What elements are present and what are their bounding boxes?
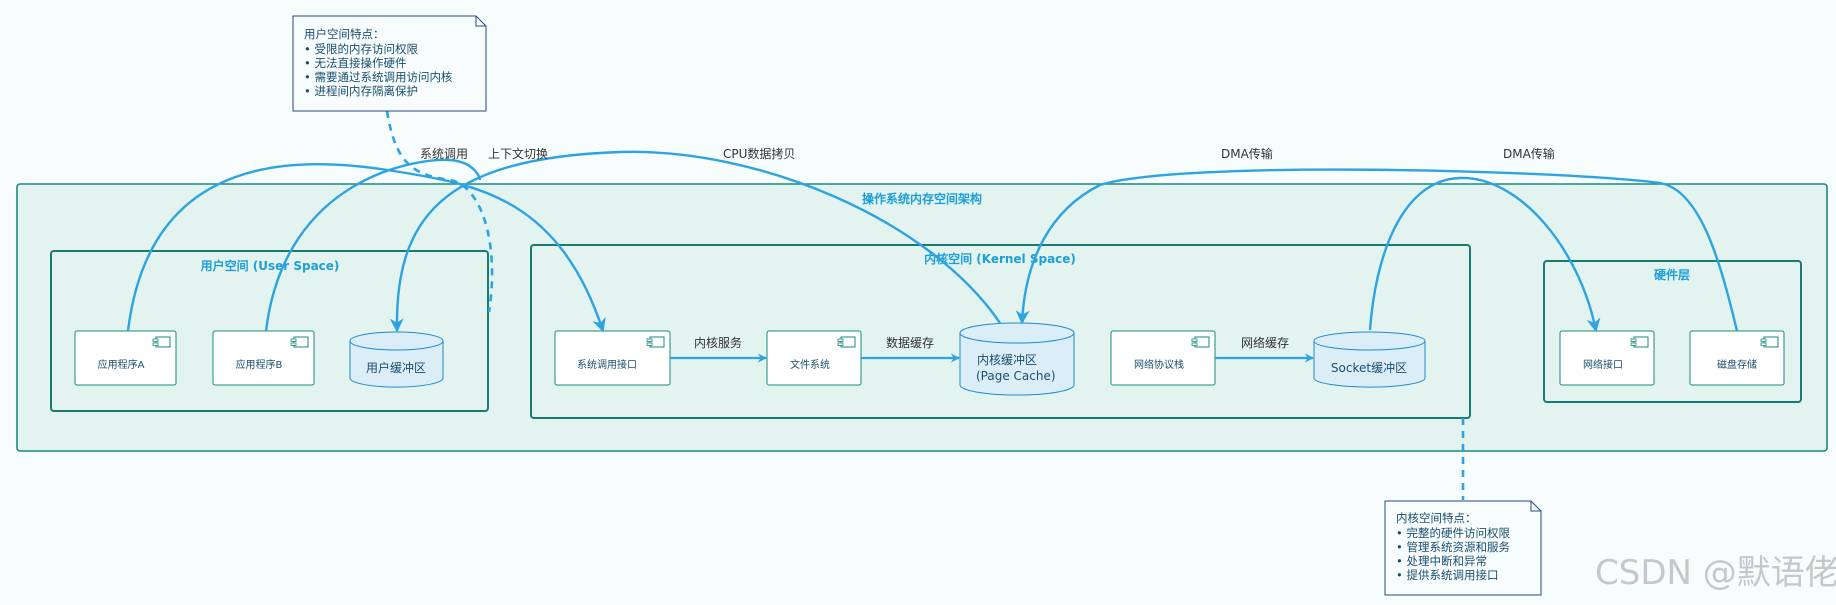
edge-syscall	[126, 163, 606, 333]
edge-label-dma-2: DMA传输	[1503, 146, 1555, 161]
note-kernel-item: • 完整的硬件访问权限	[1396, 526, 1510, 540]
component-app-a: 应用程序A	[74, 330, 177, 386]
note-kernel-item: • 管理系统资源和服务	[1396, 540, 1510, 554]
component-icon	[1633, 336, 1649, 348]
note-kernel-title: 内核空间特点：	[1396, 511, 1477, 525]
component-syscall-interface: 系统调用接口	[554, 330, 671, 386]
note-user-item: • 受限的内存访问权限	[304, 42, 418, 56]
app-b-label: 应用程序B	[236, 358, 283, 371]
user-buffer-label: 用户缓冲区	[366, 360, 426, 375]
component-network-stack: 网络协议栈	[1110, 330, 1216, 386]
page-cache-label-1: 内核缓冲区	[977, 352, 1037, 367]
os-container-title: 操作系统内存空间架构	[862, 191, 982, 206]
syscall-interface-label: 系统调用接口	[577, 358, 637, 371]
user-space-title: 用户空间 (User Space)	[200, 258, 340, 273]
hardware-title: 硬件层	[1654, 267, 1690, 282]
component-network-interface: 网络接口	[1559, 330, 1655, 386]
note-connector-user	[385, 110, 494, 313]
filesystem-label: 文件系统	[790, 358, 830, 371]
edge-dma-disk	[1015, 168, 1739, 332]
component-icon	[1194, 336, 1210, 348]
socket-buffer-label: Socket缓冲区	[1331, 360, 1407, 375]
edge-context-switch	[264, 158, 482, 332]
note-user-item: • 无法直接操作硬件	[304, 56, 406, 70]
edge-label-context-switch: 上下文切换	[488, 146, 548, 161]
edge-label-data-cache: 数据缓存	[886, 335, 934, 350]
edge-dma-network	[1368, 176, 1601, 333]
edge-label-dma-1: DMA传输	[1221, 146, 1273, 161]
app-a-label: 应用程序A	[98, 358, 145, 371]
edge-cpu-copy	[389, 150, 1001, 333]
note-user-item: • 进程间内存隔离保护	[304, 84, 418, 98]
db-user-buffer: 用户缓冲区	[349, 331, 444, 388]
page-cache-label-2: (Page Cache)	[976, 369, 1056, 383]
edge-label-network-cache: 网络缓存	[1241, 335, 1289, 350]
kernel-space-title: 内核空间 (Kernel Space)	[924, 251, 1076, 266]
component-app-b: 应用程序B	[212, 330, 315, 386]
note-user-item: • 需要通过系统调用访问内核	[304, 70, 453, 84]
note-kernel-item: • 提供系统调用接口	[1396, 568, 1498, 582]
db-page-cache: 内核缓冲区 (Page Cache)	[959, 322, 1075, 396]
component-icon	[293, 336, 309, 348]
note-user-title: 用户空间特点：	[304, 27, 385, 41]
watermark: CSDN @默语佬	[1595, 553, 1836, 593]
db-socket-buffer: Socket缓冲区	[1313, 331, 1426, 388]
component-disk-storage: 磁盘存储	[1689, 330, 1785, 386]
note-user-space: 用户空间特点： • 受限的内存访问权限 • 无法直接操作硬件 • 需要通过系统调…	[292, 15, 487, 112]
component-icon	[649, 336, 665, 348]
component-icon	[840, 336, 856, 348]
component-icon	[1763, 336, 1779, 348]
note-kernel-item: • 处理中断和异常	[1396, 554, 1487, 568]
component-filesystem: 文件系统	[766, 330, 862, 386]
disk-storage-label: 磁盘存储	[1717, 358, 1757, 371]
component-icon	[155, 336, 171, 348]
edge-label-kernel-service: 内核服务	[694, 335, 742, 350]
network-stack-label: 网络协议栈	[1134, 358, 1184, 371]
edge-label-cpu-copy: CPU数据拷贝	[723, 146, 795, 161]
note-kernel-space: 内核空间特点： • 完整的硬件访问权限 • 管理系统资源和服务 • 处理中断和异…	[1384, 500, 1542, 596]
edge-label-syscall: 系统调用	[420, 147, 468, 161]
network-interface-label: 网络接口	[1583, 358, 1623, 371]
